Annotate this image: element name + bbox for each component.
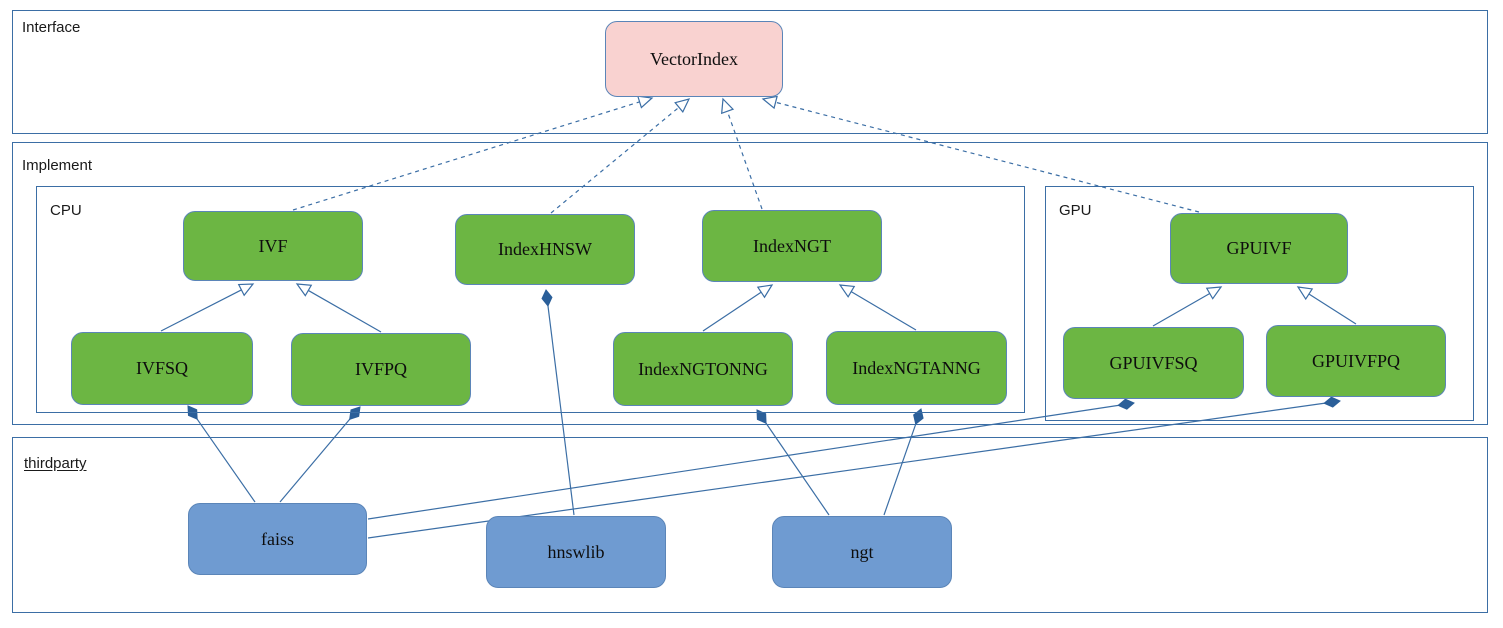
node-label: IVFPQ <box>354 359 407 379</box>
node-label: IVFSQ <box>135 358 188 378</box>
group-label-thirdparty: thirdparty <box>24 456 87 471</box>
group-thirdparty <box>12 437 1488 613</box>
node-ivfsq[interactable]: IVFSQ <box>71 332 253 405</box>
node-label: faiss <box>261 528 294 549</box>
node-gpuivfsq[interactable]: GPUIVFSQ <box>1063 327 1244 399</box>
group-label-interface: Interface <box>22 19 81 36</box>
node-label: GPUIVF <box>1226 238 1292 258</box>
node-gpuivfpq[interactable]: GPUIVFPQ <box>1266 325 1446 397</box>
group-gpu <box>1045 186 1474 421</box>
node-label: IndexNGTONNG <box>638 358 768 379</box>
node-label: IndexNGTANNG <box>852 357 981 378</box>
node-ivfpq[interactable]: IVFPQ <box>291 333 471 406</box>
node-label: ngt <box>850 541 874 562</box>
node-indexngt[interactable]: IndexNGT <box>702 210 882 282</box>
node-label: IndexHNSW <box>498 239 592 259</box>
node-label: GPUIVFSQ <box>1109 352 1198 373</box>
group-label-cpu: CPU <box>50 202 82 219</box>
node-ngt[interactable]: ngt <box>772 516 952 588</box>
node-indexhnsw[interactable]: IndexHNSW <box>455 214 635 285</box>
group-interface <box>12 10 1488 134</box>
group-implement <box>12 142 1488 425</box>
node-faiss[interactable]: faiss <box>188 503 367 575</box>
spellcheck-underline-icon <box>24 472 87 477</box>
node-label: VectorIndex <box>650 48 738 69</box>
node-ivf[interactable]: IVF <box>183 211 363 281</box>
node-vectorindex[interactable]: VectorIndex <box>605 21 783 97</box>
node-label: IVF <box>258 235 288 256</box>
group-label-implement: Implement <box>22 157 93 174</box>
group-label-gpu: GPU <box>1059 202 1092 219</box>
group-cpu <box>36 186 1025 413</box>
node-indexngtonng[interactable]: IndexNGTONNG <box>613 332 793 406</box>
node-label: IndexNGT <box>753 235 831 256</box>
node-indexngtanng[interactable]: IndexNGTANNG <box>826 331 1007 405</box>
node-hnswlib[interactable]: hnswlib <box>486 516 666 588</box>
node-gpuivf[interactable]: GPUIVF <box>1170 213 1348 284</box>
node-label: GPUIVFPQ <box>1311 350 1401 371</box>
node-label: hnswlib <box>547 541 605 562</box>
